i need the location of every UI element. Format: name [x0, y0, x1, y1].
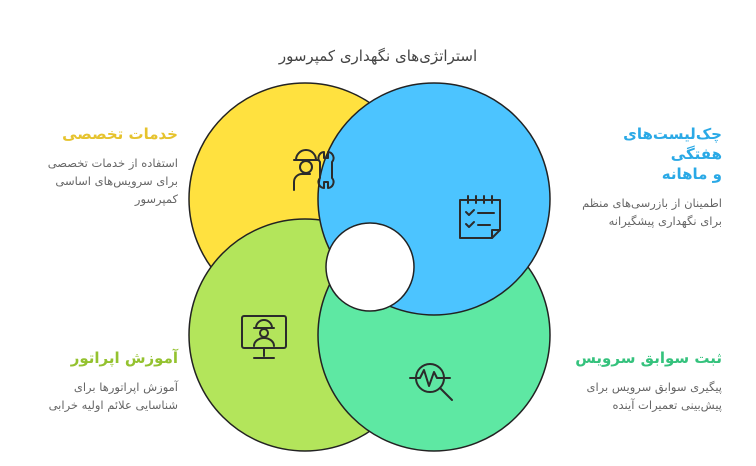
section-records: ثبت سوابق سرویس پیگیری سوابق سرویس برای …: [572, 348, 722, 414]
engineer-wrench-icon: [293, 149, 335, 191]
desc-line: اطمینان از بازرسی‌های منظم: [582, 196, 722, 210]
desc-line: پیگیری سوابق سرویس برای: [586, 380, 722, 394]
desc-line: آموزش اپراتورها برای: [73, 380, 178, 394]
section-training: آموزش اپراتور آموزش اپراتورها برای شناسا…: [28, 348, 178, 414]
diagram-title: استراتژی‌های نگهداری کمپرسور: [278, 47, 478, 65]
section-training-heading: آموزش اپراتور: [70, 349, 178, 367]
desc-line: کمپرسور: [134, 192, 178, 206]
desc-line: پیش‌بینی تعمیرات آینده: [612, 398, 722, 412]
section-checklist-heading: چک‌لیست‌های هفتگی و ماهانه: [572, 124, 722, 184]
section-expert-heading: خدمات تخصصی: [62, 125, 178, 143]
section-records-heading: ثبت سوابق سرویس: [575, 349, 722, 367]
heading-line: و ماهانه: [661, 165, 722, 183]
section-training-description: آموزش اپراتورها برای شناسایی علائم اولیه…: [28, 378, 178, 414]
desc-line: شناسایی علائم اولیه خرابی: [48, 398, 178, 412]
desc-line: برای نگهداری پیشگیرانه: [608, 214, 722, 228]
section-expert: خدمات تخصصی استفاده از خدمات تخصصی برای …: [28, 124, 178, 208]
heading-line: چک‌لیست‌های هفتگی: [623, 125, 722, 163]
section-records-description: پیگیری سوابق سرویس برای پیش‌بینی تعمیرات…: [572, 378, 722, 414]
clipboard-checklist-icon: [459, 195, 501, 239]
section-expert-description: استفاده از خدمات تخصصی برای سرویس‌های اس…: [28, 154, 178, 208]
desc-line: برای سرویس‌های اساسی: [55, 174, 178, 188]
section-checklist: چک‌لیست‌های هفتگی و ماهانه اطمینان از با…: [572, 124, 722, 230]
desc-line: استفاده از خدمات تخصصی: [47, 156, 178, 170]
center-hole: [325, 222, 415, 312]
section-checklist-description: اطمینان از بازرسی‌های منظم برای نگهداری …: [572, 194, 722, 230]
magnify-pulse-icon: [409, 363, 453, 401]
operator-monitor-icon: [241, 315, 287, 359]
